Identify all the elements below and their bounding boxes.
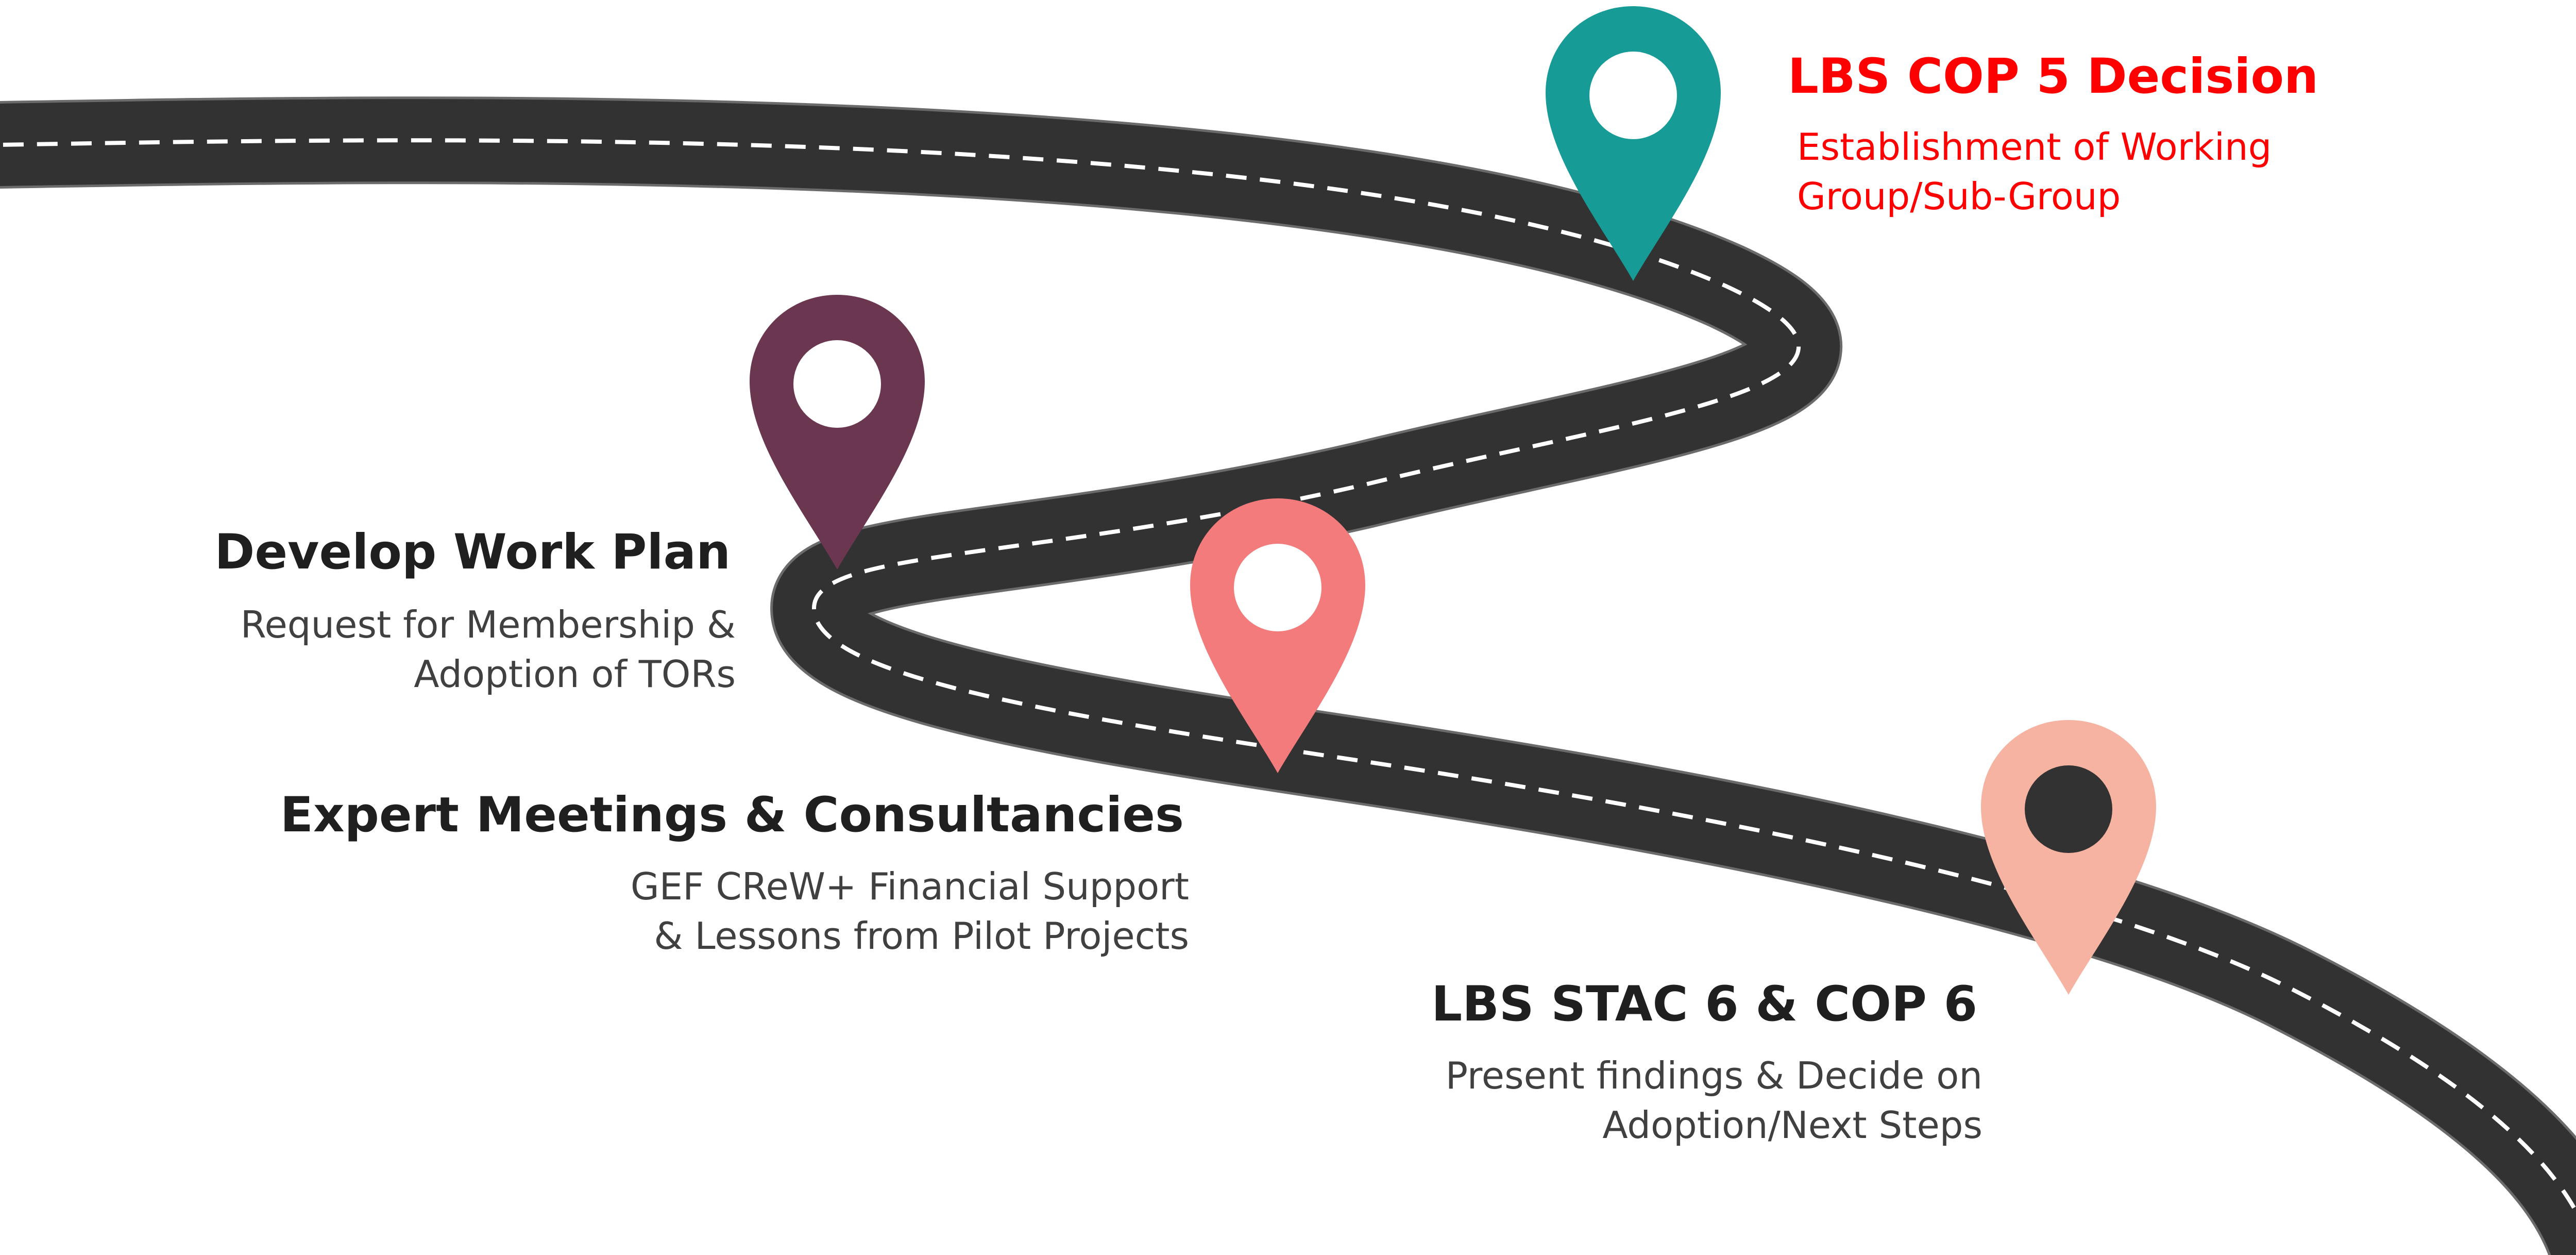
milestone-description: Present findings & Decide on Adoption/Ne… — [1445, 1054, 1982, 1147]
pin-hole — [2025, 765, 2112, 853]
location-pin-icon-peach — [1981, 720, 2156, 995]
milestone-title: Expert Meetings & Consultancies — [280, 787, 1184, 843]
pin-hole — [793, 340, 881, 428]
pin-body — [1546, 6, 1721, 281]
milestone-title: LBS STAC 6 & COP 6 — [1431, 976, 1977, 1032]
pin-hole — [1234, 544, 1321, 631]
milestone-title: LBS COP 5 Decision — [1788, 48, 2319, 105]
milestone-title: Develop Work Plan — [214, 524, 731, 580]
location-pin-icon-plum — [750, 295, 925, 570]
lane-marking — [0, 138, 2576, 1216]
location-pin-icon-teal — [1546, 6, 1721, 281]
milestone-description: Establishment of Working Group/Sub-Group — [1797, 125, 2272, 218]
pin-body — [750, 295, 925, 570]
winding-road-icon — [0, 96, 2576, 1255]
pin-hole — [1589, 52, 1677, 139]
milestone-description: Request for Membership & Adoption of TOR… — [240, 603, 736, 696]
pin-body — [1190, 498, 1365, 773]
milestone-description: GEF CReW+ Financial Support & Lessons fr… — [630, 865, 1189, 958]
pin-body — [1981, 720, 2156, 995]
location-pin-icon-coral — [1190, 498, 1365, 773]
